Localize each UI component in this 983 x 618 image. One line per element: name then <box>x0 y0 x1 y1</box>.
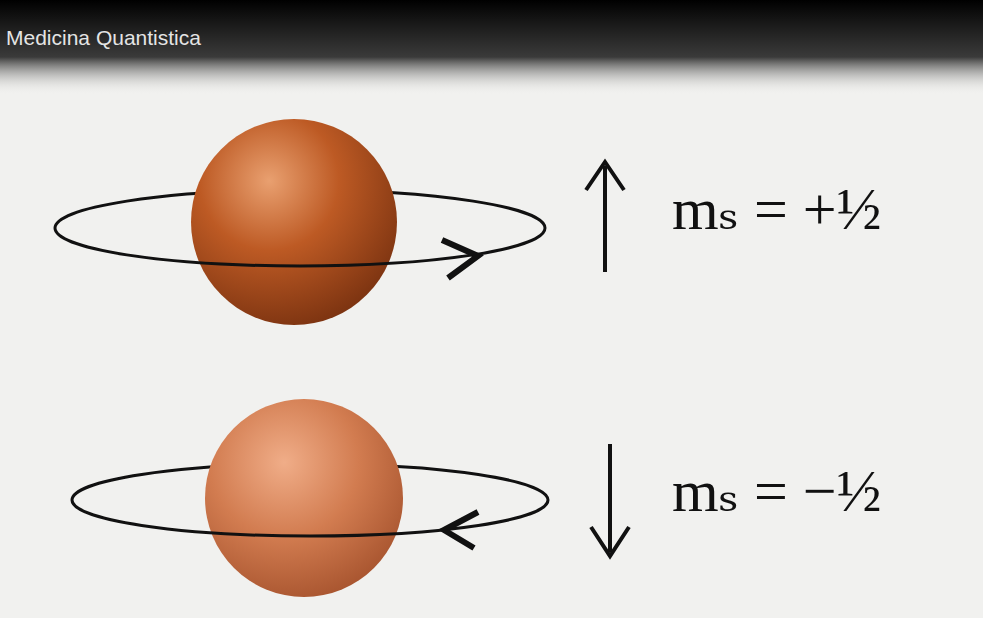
spin-up-arrow <box>603 166 607 272</box>
spin-down-arrow <box>608 444 612 552</box>
spin-down-arrowhead <box>591 527 629 556</box>
rotation-arrowhead <box>444 512 478 548</box>
rotation-arrowhead <box>442 240 478 278</box>
spin-quantum-number: mₛ = +½ <box>672 176 882 242</box>
top-bar <box>0 0 983 95</box>
spin-quantum-number: mₛ = −½ <box>672 458 882 524</box>
electron-sphere <box>191 119 397 325</box>
watermark: Medicina Quantistica <box>6 26 201 49</box>
electron-sphere <box>205 399 403 597</box>
orbit-front <box>72 500 548 536</box>
spin-up-arrowhead <box>586 162 624 190</box>
